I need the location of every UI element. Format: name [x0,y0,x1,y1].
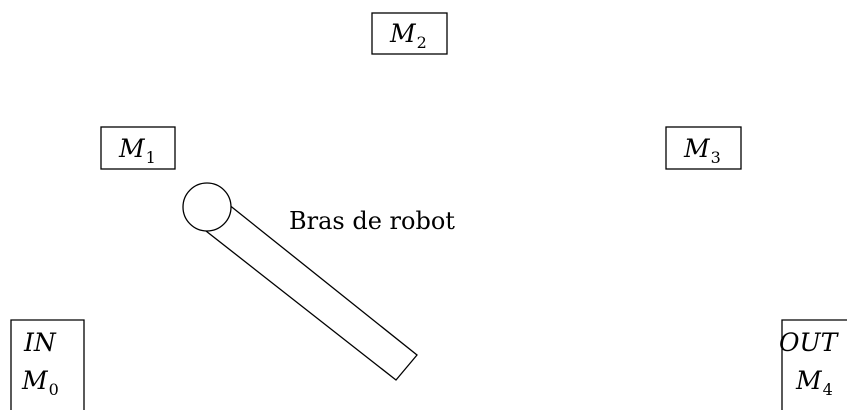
machine-m1-box [100,126,176,170]
machine-m1-letter: M [118,134,146,163]
input-station-box [10,319,85,410]
input-station-in-label: IN [23,328,57,357]
machine-m3-letter: M [683,134,711,163]
machine-m4-letter: M [795,366,823,395]
machine-m3: M3 [665,126,742,170]
output-station-m4: OUT M4 [779,319,847,410]
robot-arm-joint [182,182,232,232]
robot-arm-label: Bras de robot [289,207,455,235]
robot-arm [182,182,418,381]
machine-m2-subscript: 2 [417,33,427,52]
machine-m4-label: M4 [795,366,833,399]
output-station-box [781,319,847,410]
output-station-out-label: OUT [779,328,840,357]
machine-m4-subscript: 4 [823,380,833,399]
machine-m3-box [665,126,742,170]
machine-m0-label: M0 [21,366,59,399]
machine-m1: M1 [100,126,176,170]
machine-m1-subscript: 1 [146,148,156,167]
input-station-m0: IN M0 [10,319,85,410]
machine-m3-label: M3 [683,134,721,167]
machine-m2-letter: M [389,19,417,48]
machine-m3-subscript: 3 [711,148,721,167]
machine-m0-letter: M [21,366,49,395]
machine-m1-label: M1 [118,134,156,167]
machine-m2-label: M2 [389,19,427,52]
machine-m0-subscript: 0 [49,380,59,399]
machine-m2: M2 [371,12,448,55]
machine-m2-box [371,12,448,55]
